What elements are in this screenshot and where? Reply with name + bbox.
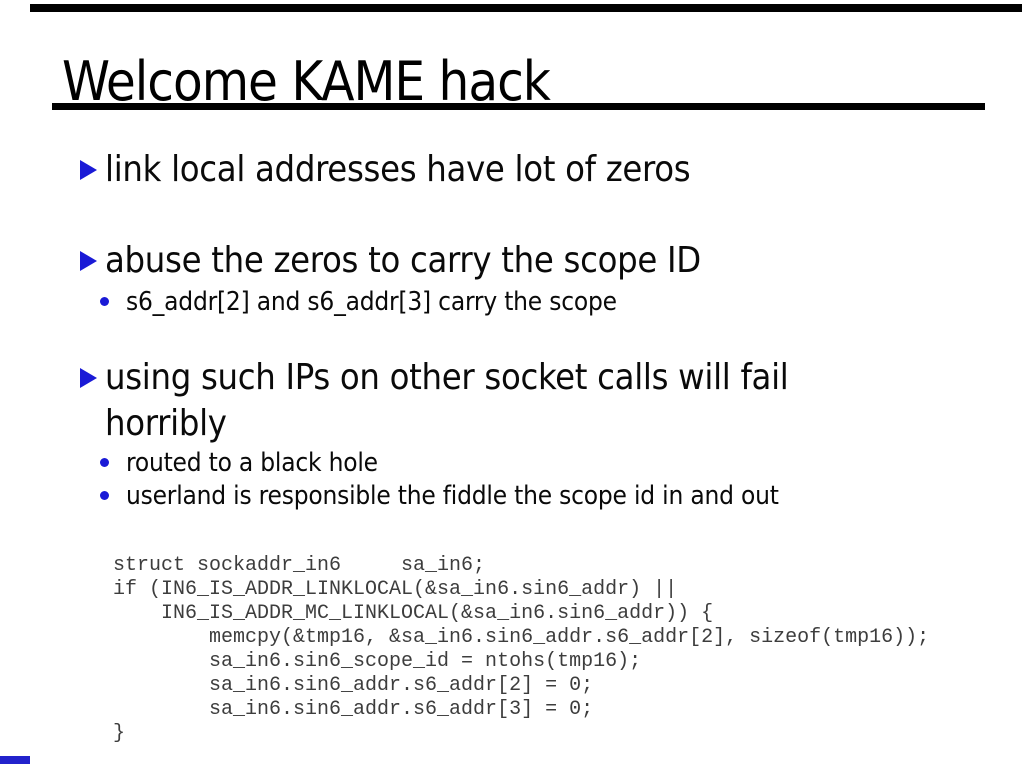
- sub-bullet-text: s6_addr[2] and s6_addr[3] carry the scop…: [126, 287, 617, 317]
- title-underline: [52, 103, 985, 110]
- footer-rule-bar: [0, 756, 30, 764]
- sub-bullet-text: userland is responsible the fiddle the s…: [126, 481, 779, 511]
- sub-bullet-item: userland is responsible the fiddle the s…: [100, 479, 990, 513]
- sub-bullet-item: s6_addr[2] and s6_addr[3] carry the scop…: [100, 285, 990, 319]
- triangle-bullet-icon: [80, 160, 97, 180]
- bullet-text: abuse the zeros to carry the scope ID: [105, 240, 701, 281]
- bullet-text: link local addresses have lot of zeros: [105, 149, 691, 190]
- code-block: struct sockaddr_in6 sa_in6; if (IN6_IS_A…: [113, 554, 930, 745]
- triangle-bullet-icon: [80, 368, 97, 388]
- bullet-text: using such IPs on other socket calls wil…: [105, 357, 789, 444]
- top-rule-bar: [30, 4, 1022, 12]
- dot-bullet-icon: [100, 491, 109, 500]
- dot-bullet-icon: [100, 297, 109, 306]
- sub-bullet-text: routed to a black hole: [126, 448, 378, 478]
- slide-title: Welcome KAME hack: [62, 50, 551, 113]
- sub-bullet-item: routed to a black hole: [100, 446, 990, 480]
- bullet-item: link local addresses have lot of zeros: [80, 147, 990, 193]
- triangle-bullet-icon: [80, 251, 97, 271]
- dot-bullet-icon: [100, 458, 109, 467]
- bullet-item: abuse the zeros to carry the scope ID: [80, 238, 990, 284]
- bullet-item: using such IPs on other socket calls wil…: [80, 355, 990, 447]
